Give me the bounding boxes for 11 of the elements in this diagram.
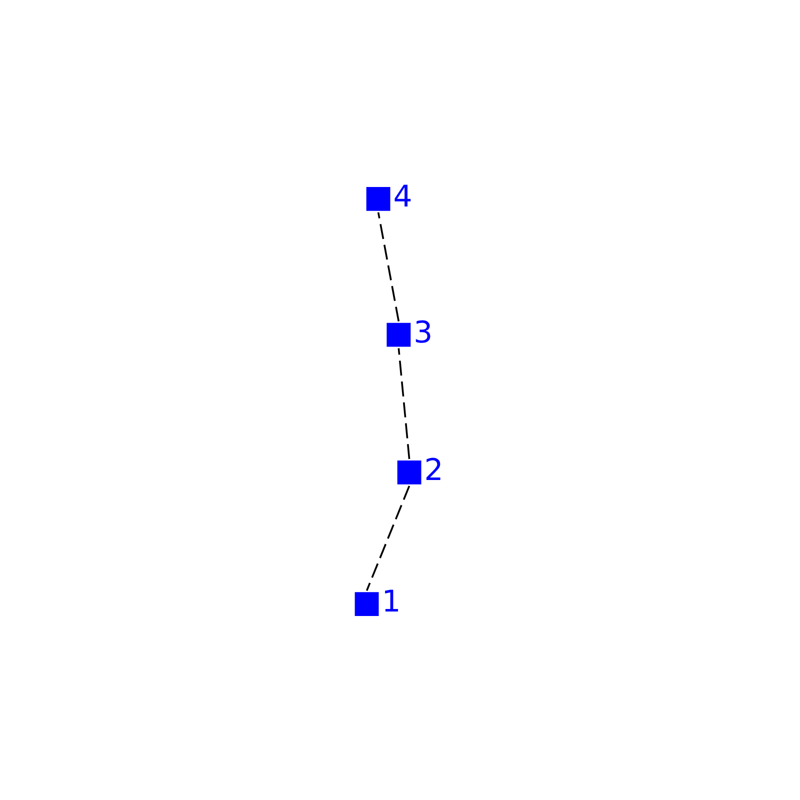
- connector: [377, 212, 400, 322]
- node-label: 1: [382, 584, 401, 620]
- node-box: [366, 186, 390, 211]
- node-box: [397, 460, 422, 484]
- node-box: [386, 322, 411, 347]
- node-label: 4: [393, 179, 412, 214]
- node-label: 2: [424, 452, 444, 488]
- node-label: 3: [414, 315, 433, 350]
- connector: [398, 348, 410, 460]
- connector: [366, 486, 410, 591]
- node-box: [354, 592, 379, 616]
